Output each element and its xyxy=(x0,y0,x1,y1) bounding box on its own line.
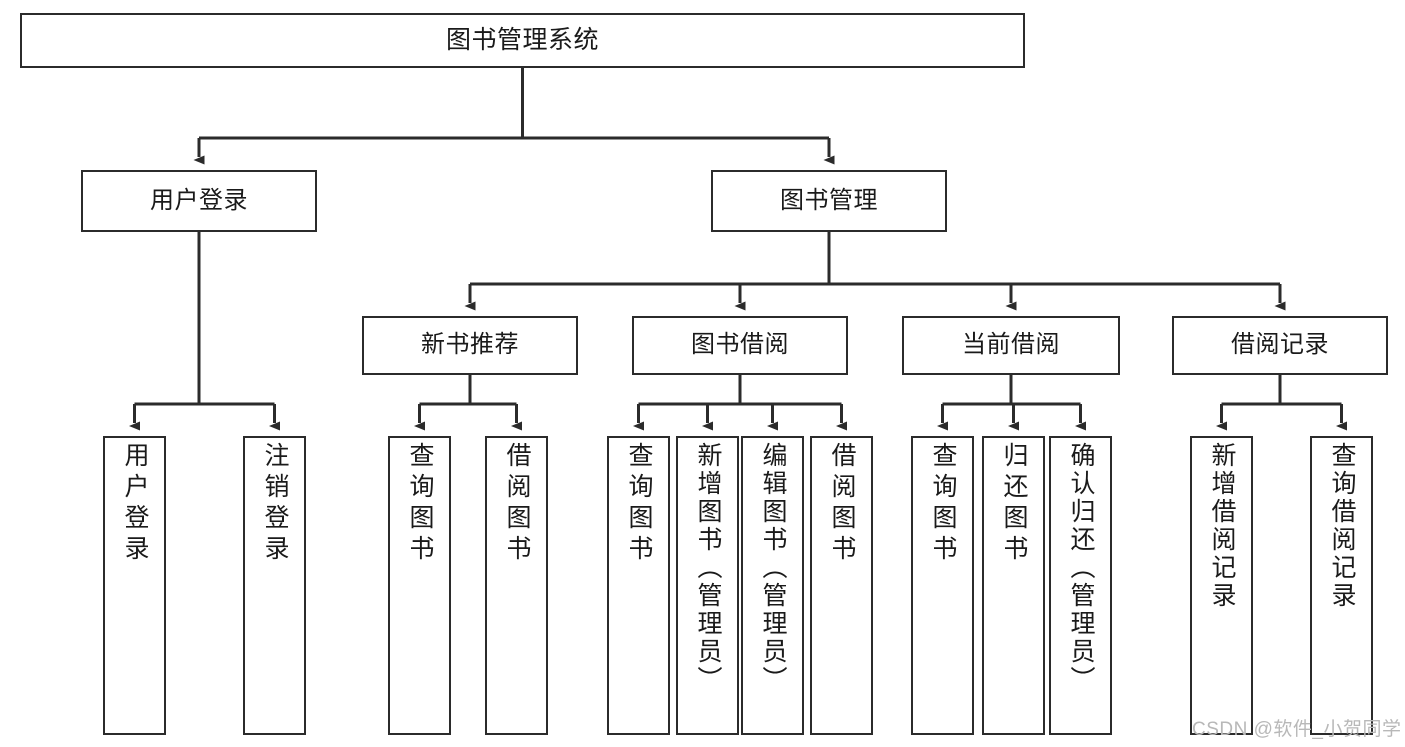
node-label: 图书管理系统 xyxy=(445,25,599,54)
node-leaf-add-log[interactable]: 新增借阅记录 xyxy=(1190,436,1253,735)
node-label: 借阅图书 xyxy=(503,442,531,566)
node-label: 查询图书 xyxy=(929,442,957,566)
node-leaf-confirm-ret[interactable]: 确认归还（管理员） xyxy=(1049,436,1112,735)
node-label: 归还图书 xyxy=(1000,442,1028,566)
node-leaf-edit-book[interactable]: 编辑图书（管理员） xyxy=(741,436,804,735)
node-label: 查询借阅记录 xyxy=(1328,442,1356,610)
node-user-login[interactable]: 用户登录 xyxy=(81,170,317,232)
node-borrow-log[interactable]: 借阅记录 xyxy=(1172,316,1388,375)
node-label: 借阅记录 xyxy=(1231,331,1329,359)
node-leaf-borrow-book-2[interactable]: 借阅图书 xyxy=(810,436,873,735)
node-leaf-borrow-book-1[interactable]: 借阅图书 xyxy=(485,436,548,735)
node-book-manage[interactable]: 图书管理 xyxy=(711,170,947,232)
node-label: 查询图书 xyxy=(406,442,434,566)
node-book-borrow[interactable]: 图书借阅 xyxy=(632,316,848,375)
node-label: 用户登录 xyxy=(150,186,248,214)
node-cur-borrow[interactable]: 当前借阅 xyxy=(902,316,1120,375)
node-label: 编辑图书（管理员） xyxy=(759,442,787,694)
node-label: 新书推荐 xyxy=(421,331,519,359)
node-label: 确认归还（管理员） xyxy=(1067,442,1095,694)
node-new-book-rec[interactable]: 新书推荐 xyxy=(362,316,578,375)
csdn-watermark: CSDN @软件_小贺同学 xyxy=(1192,719,1402,740)
node-label: 查询图书 xyxy=(625,442,653,566)
node-label: 借阅图书 xyxy=(828,442,856,566)
node-label: 注销登录 xyxy=(261,442,289,566)
node-leaf-query-book-3[interactable]: 查询图书 xyxy=(911,436,974,735)
node-label: 用户登录 xyxy=(121,442,149,566)
node-label: 图书管理 xyxy=(780,186,878,214)
node-root[interactable]: 图书管理系统 xyxy=(20,13,1025,68)
node-leaf-query-book-1[interactable]: 查询图书 xyxy=(388,436,451,735)
node-label: 新增借阅记录 xyxy=(1208,442,1236,610)
node-leaf-user-login[interactable]: 用户登录 xyxy=(103,436,166,735)
node-leaf-add-book[interactable]: 新增图书（管理员） xyxy=(676,436,739,735)
node-label: 新增图书（管理员） xyxy=(694,442,722,694)
node-label: 图书借阅 xyxy=(691,331,789,359)
node-leaf-return-book[interactable]: 归还图书 xyxy=(982,436,1045,735)
node-leaf-query-book-2[interactable]: 查询图书 xyxy=(607,436,670,735)
node-leaf-query-log[interactable]: 查询借阅记录 xyxy=(1310,436,1373,735)
node-leaf-user-logout[interactable]: 注销登录 xyxy=(243,436,306,735)
node-label: 当前借阅 xyxy=(962,331,1060,359)
